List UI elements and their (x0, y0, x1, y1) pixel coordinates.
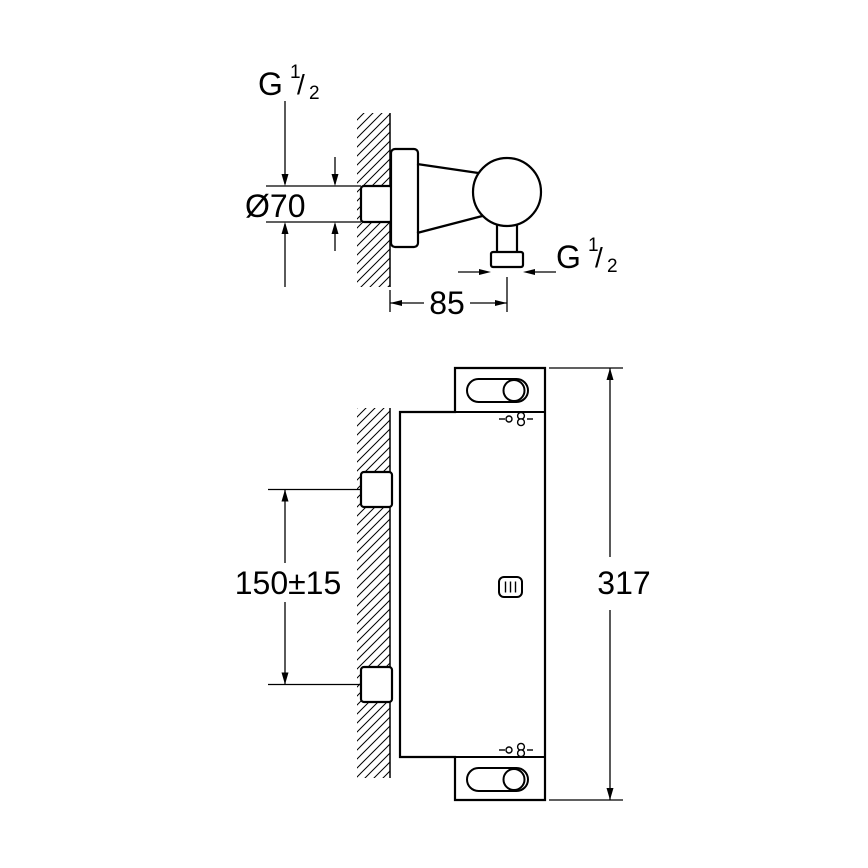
thread-top-label-den: 2 (309, 83, 320, 104)
mixer-body (398, 366, 547, 802)
arrow-up-icon (606, 368, 614, 380)
safestop-button-detail (498, 576, 523, 598)
arrow-right-icon (495, 300, 507, 306)
arrow-left-icon (523, 269, 535, 275)
thread-top-label-g: G (258, 66, 283, 102)
diameter-label: Ø70 (245, 188, 305, 224)
arrow-up-icon (331, 222, 339, 234)
thread-top-label-slash: / (297, 69, 305, 100)
top-handle-grip (466, 378, 529, 403)
dim-thread-side-lines (458, 269, 556, 275)
holder-bracket (389, 147, 493, 249)
thread-side-label-slash: / (595, 242, 603, 273)
side-view-labels: G 1 / 2 Ø70 G 1 / 2 85 (245, 62, 618, 321)
bottom-handle-grip (466, 767, 529, 792)
thread-side-label-den: 2 (607, 256, 618, 277)
arrow-left-icon (390, 300, 402, 306)
holder-knob (471, 156, 543, 228)
thread-side-label-g: G (556, 239, 581, 275)
dim-diameter-lines (266, 101, 361, 287)
inlet-fitting-side (359, 184, 394, 224)
arrow-down-icon (281, 672, 289, 685)
inlet-fitting-top (359, 470, 394, 509)
arrow-up-icon (281, 222, 289, 234)
thread-top-label-num: 1 (290, 62, 301, 83)
front-view-labels: 150±15 317 (235, 565, 651, 601)
wall-hatch-bottom (357, 408, 390, 778)
arrow-down-icon (331, 174, 339, 186)
dim-depth-lines (389, 277, 508, 312)
spacing-label: 150±15 (235, 565, 342, 601)
outlet-nozzle (489, 250, 525, 269)
depth-label: 85 (429, 285, 465, 321)
dim-spacing-lines (268, 488, 361, 686)
arrow-down-icon (281, 174, 289, 186)
front-view (268, 366, 623, 802)
screw-detail-top (499, 411, 533, 427)
side-view (266, 101, 556, 312)
dim-height-lines (549, 367, 623, 801)
height-label: 317 (597, 565, 650, 601)
inlet-fitting-bottom (359, 665, 394, 704)
screw-detail-bottom (499, 742, 533, 758)
arrow-right-icon (479, 269, 491, 275)
arrow-down-icon (606, 788, 614, 800)
thread-side-label-num: 1 (588, 235, 599, 256)
arrow-up-icon (281, 489, 289, 502)
